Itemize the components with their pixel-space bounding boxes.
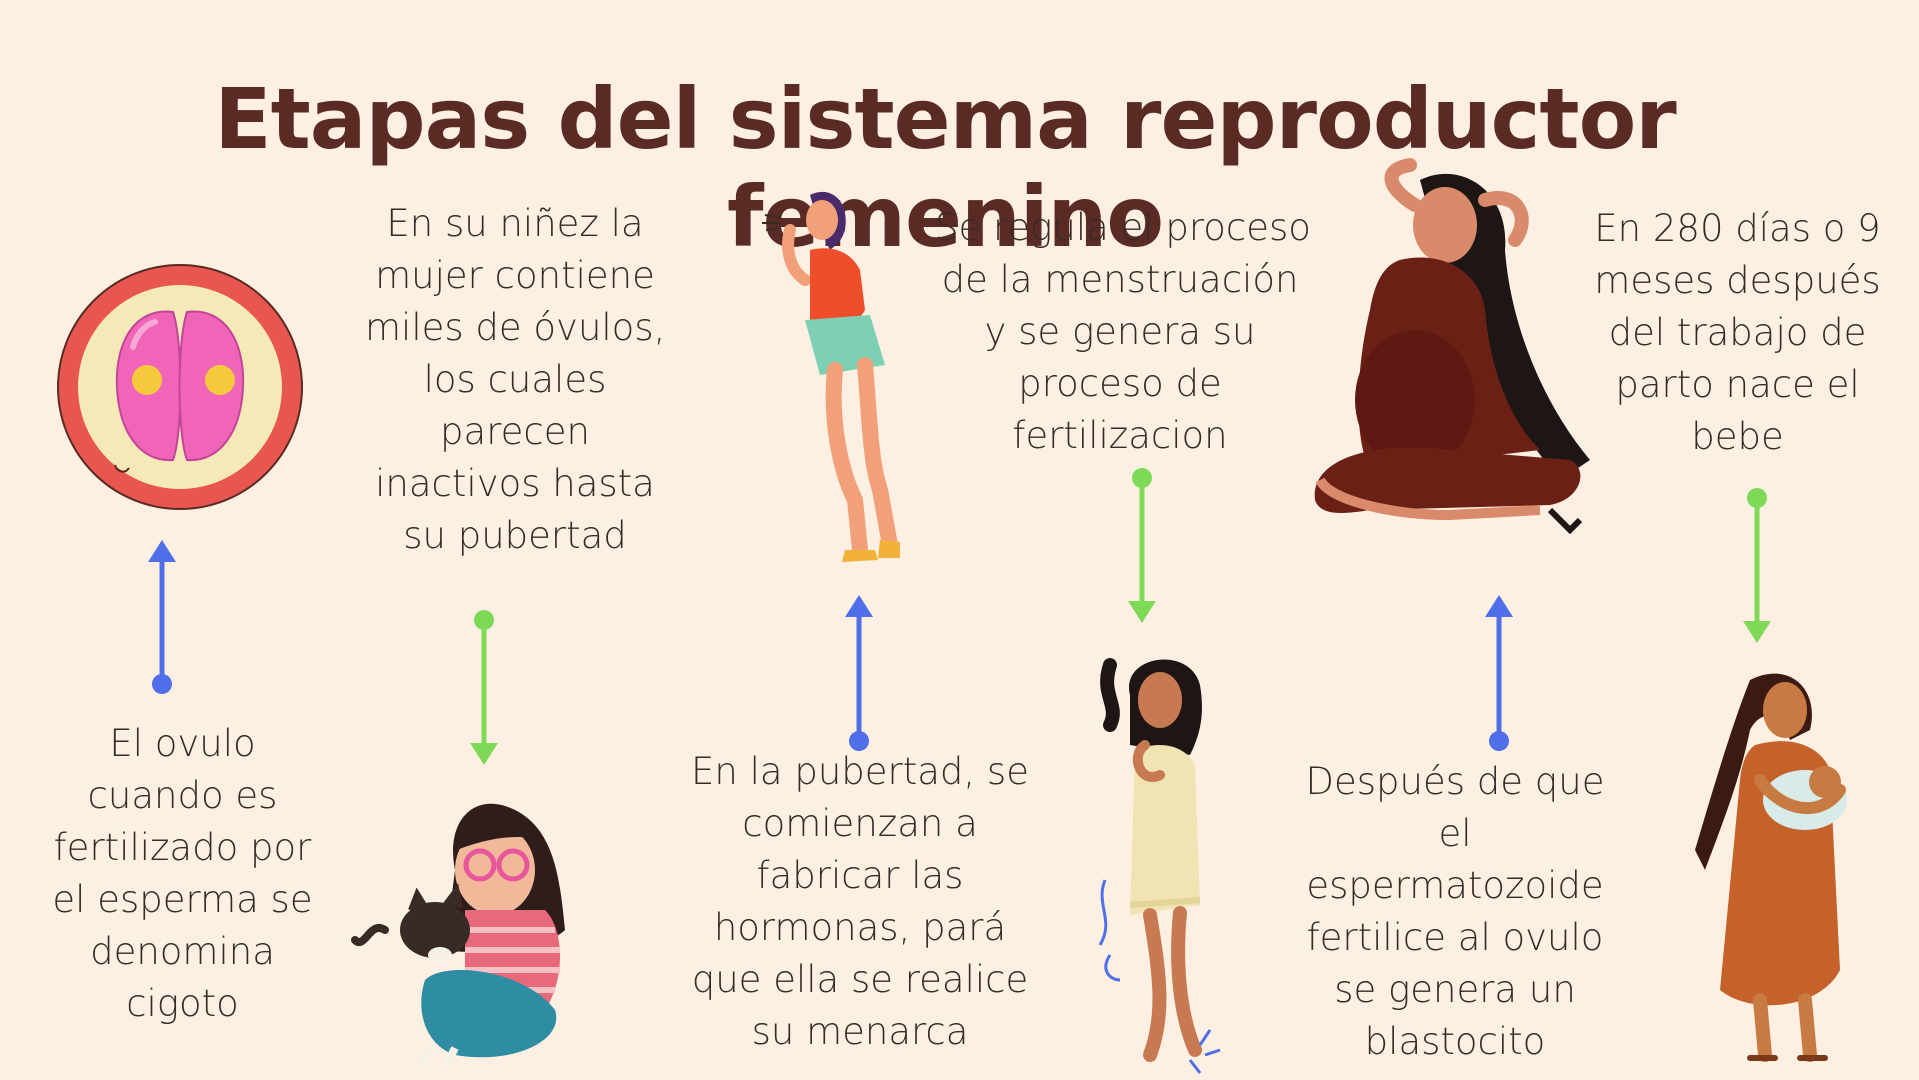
arrow-up-5: [1485, 595, 1513, 751]
page-title: Etapas del sistema reproductor femenino: [214, 70, 1676, 266]
young-woman-illustration: [1098, 658, 1221, 1074]
arrow-up-1: [148, 540, 176, 694]
girl-with-cat-illustration: [351, 803, 565, 1070]
arrow-up-3: [845, 595, 873, 751]
arrow-down-6: [1743, 488, 1771, 643]
zygote-icon: [57, 264, 303, 510]
arrow-down-2: [470, 610, 498, 765]
arrow-down-4: [1128, 468, 1156, 623]
teen-girl-illustration: [762, 191, 900, 562]
mother-with-baby-illustration: [1695, 673, 1847, 1062]
pregnant-woman-illustration: [1314, 158, 1590, 535]
